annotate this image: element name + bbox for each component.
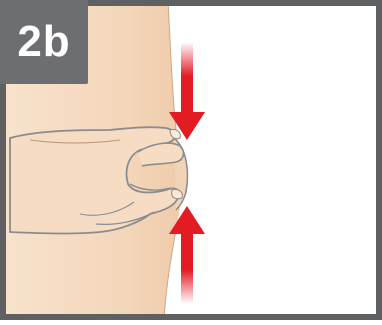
step-label: 2b [0,0,88,84]
